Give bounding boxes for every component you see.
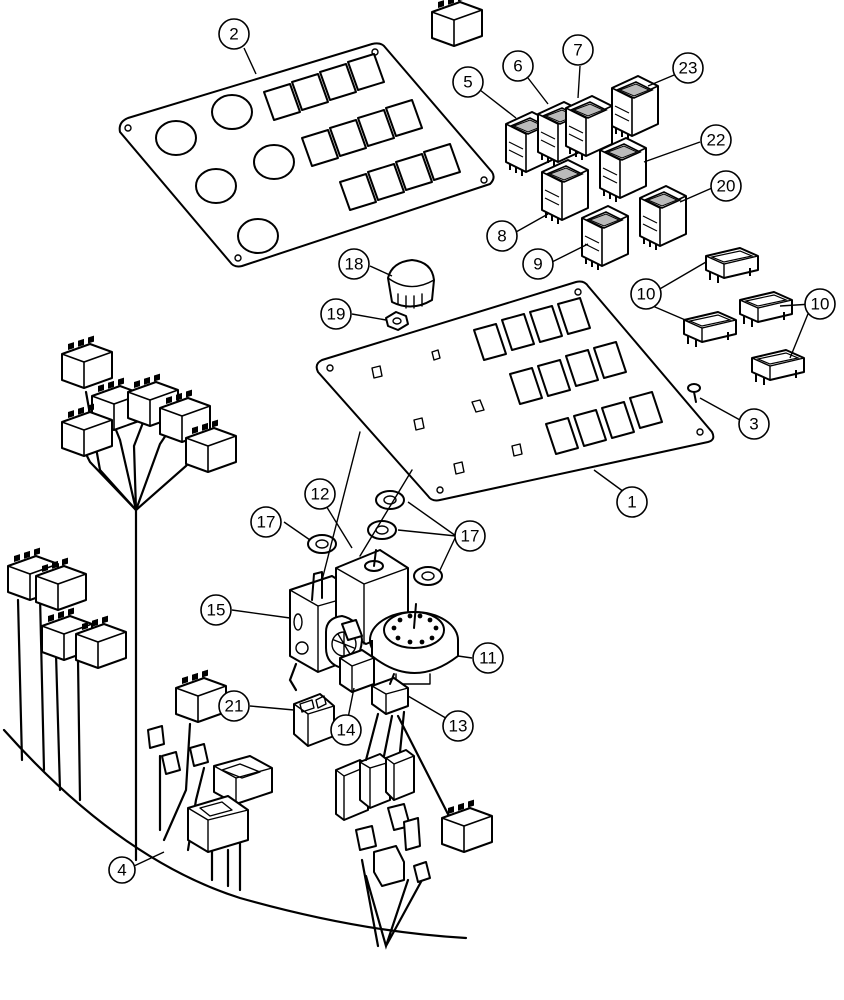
callout-11: 11 [472, 642, 504, 674]
svg-text:19: 19 [327, 305, 346, 324]
callout-12: 12 [304, 478, 336, 510]
callout-20: 20 [710, 170, 742, 202]
svg-text:1: 1 [627, 493, 636, 512]
svg-text:6: 6 [513, 57, 522, 76]
svg-text:9: 9 [533, 255, 542, 274]
loose-connector [431, 0, 483, 47]
svg-text:22: 22 [707, 131, 726, 150]
callout-10b: 10 [804, 288, 836, 320]
callout-10a: 10 [630, 278, 662, 310]
svg-text:11: 11 [479, 649, 497, 668]
washers [307, 490, 443, 586]
callout-4: 4 [108, 856, 136, 884]
callout-6: 6 [502, 50, 534, 82]
callout-7: 7 [562, 34, 594, 66]
callout-9: 9 [522, 248, 554, 280]
callout-22: 22 [700, 124, 732, 156]
svg-text:18: 18 [345, 255, 364, 274]
callout-13: 13 [442, 710, 474, 742]
toggle-switch [371, 673, 409, 715]
callout-3: 3 [738, 408, 770, 440]
blank-plugs [683, 247, 805, 386]
callout-18: 18 [338, 248, 370, 280]
callout-17b: 17 [454, 520, 486, 552]
gasket-plate [118, 42, 495, 268]
switch-panel [315, 280, 715, 502]
nut [385, 311, 409, 331]
svg-text:8: 8 [497, 227, 506, 246]
svg-text:4: 4 [117, 861, 126, 880]
svg-text:7: 7 [573, 41, 582, 60]
svg-text:5: 5 [463, 73, 472, 92]
svg-text:13: 13 [449, 717, 468, 736]
relay-connector [288, 662, 335, 747]
svg-text:12: 12 [311, 485, 330, 504]
svg-text:2: 2 [229, 25, 238, 44]
callout-8: 8 [486, 220, 518, 252]
knob [387, 259, 435, 309]
rotary-switch [369, 603, 459, 685]
callout-15: 15 [200, 594, 232, 626]
harness-connector [441, 798, 493, 853]
callout-2: 2 [218, 18, 250, 50]
svg-text:23: 23 [679, 59, 698, 78]
terminal-connectors [147, 725, 431, 887]
callout-14: 14 [330, 714, 362, 746]
callout-1: 1 [616, 486, 648, 518]
svg-text:17: 17 [257, 513, 276, 532]
callout-21: 21 [218, 690, 250, 722]
callout-17a: 17 [250, 506, 282, 538]
svg-text:21: 21 [225, 697, 244, 716]
svg-text:17: 17 [461, 527, 480, 546]
callouts: 1 2 3 4 5 6 7 8 9 10 10 11 12 13 14 15 1… [108, 18, 836, 884]
svg-text:10: 10 [637, 285, 656, 304]
screw [687, 383, 701, 403]
small-switch [339, 649, 375, 693]
callout-23: 23 [672, 52, 704, 84]
svg-text:3: 3 [749, 415, 758, 434]
svg-text:20: 20 [717, 177, 736, 196]
callout-5: 5 [452, 66, 484, 98]
svg-text:15: 15 [207, 601, 226, 620]
callout-19: 19 [320, 298, 352, 330]
svg-text:14: 14 [337, 721, 356, 740]
switch-connectors [335, 710, 454, 824]
rocker-switches [505, 75, 687, 271]
svg-text:10: 10 [811, 295, 830, 314]
